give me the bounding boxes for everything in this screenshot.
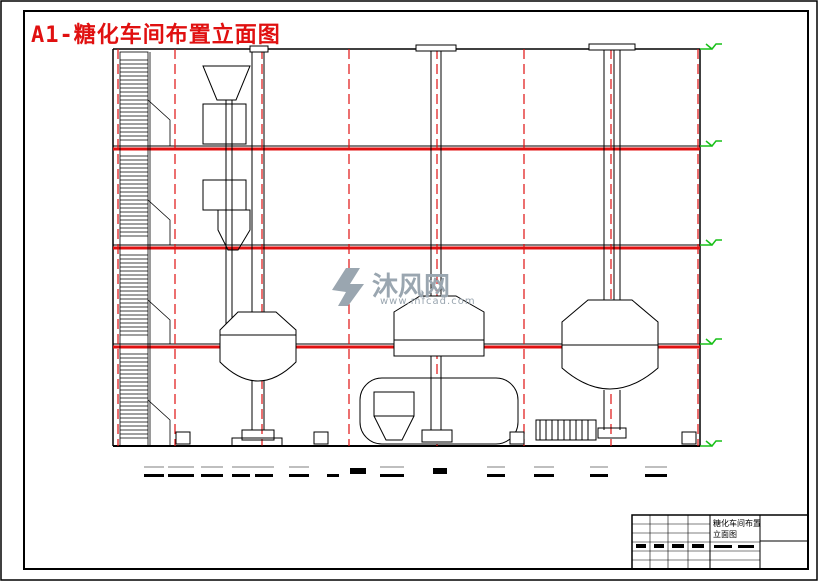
staircase [119, 51, 171, 447]
drawing-title: A1-糖化车间布置立面图 [31, 23, 281, 48]
center-tank [359, 44, 519, 445]
inner-border [23, 10, 809, 570]
equipment-labels [144, 468, 667, 477]
watermark-brand: 沐风网 [372, 272, 451, 302]
mill-equipment [202, 65, 251, 330]
watermark-url: www.mfcad.com [380, 296, 476, 307]
title-block-name-line1: 糖化车间布置 [713, 519, 761, 528]
title-block [631, 514, 809, 570]
left-tank [219, 45, 297, 447]
watermark-logo-icon [332, 268, 364, 306]
right-tank [535, 43, 659, 441]
floor-pumps [175, 431, 697, 445]
level-markers [700, 43, 722, 448]
title-block-name-line2: 立面图 [713, 530, 737, 539]
